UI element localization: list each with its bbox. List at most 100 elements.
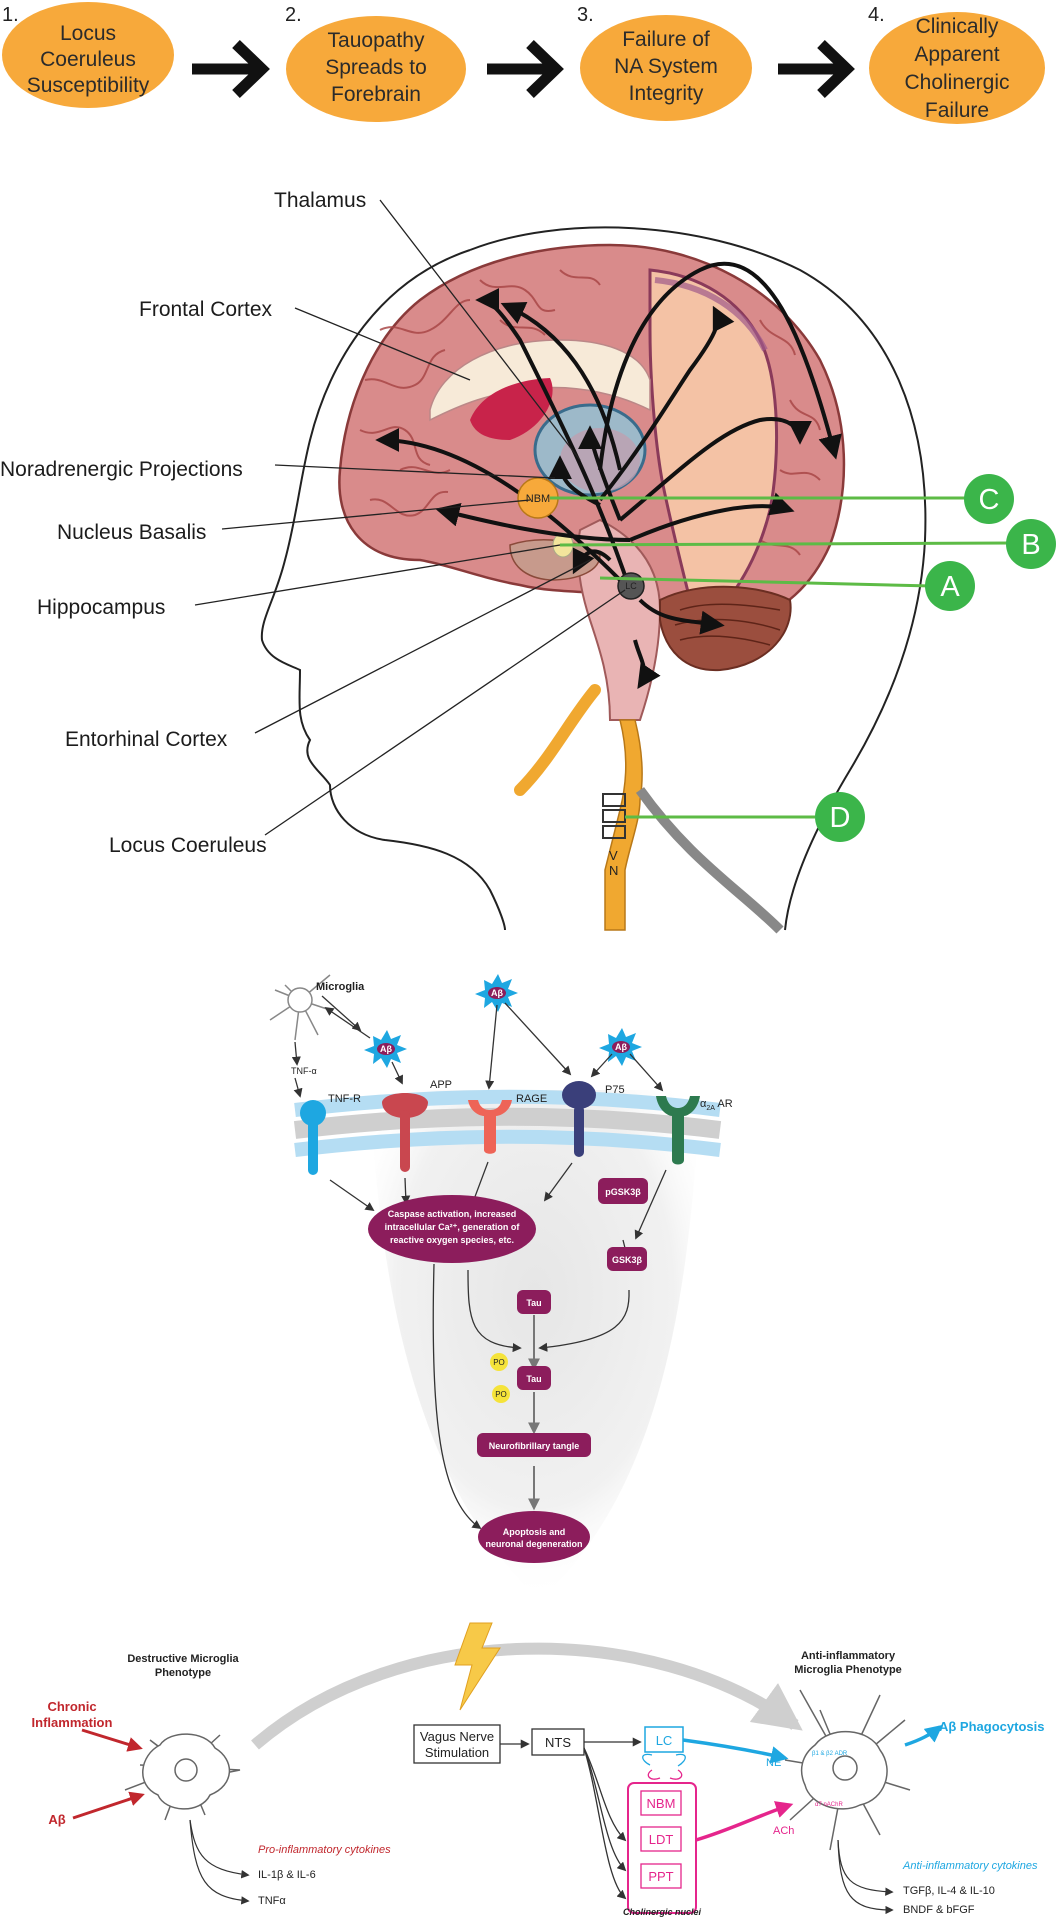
label-locus-coeruleus: Locus Coeruleus: [109, 834, 267, 857]
ldt-box-label: LDT: [649, 1832, 674, 1847]
microglia-cell: [269, 974, 331, 1041]
nbm-box-label: NBM: [647, 1796, 676, 1811]
step-4-line-4: Failure: [925, 99, 989, 122]
step-1-line-1: Locus: [60, 22, 116, 45]
tnf-alpha-label: TNF-α: [291, 1066, 317, 1076]
pro-cytokine-2: TNFα: [258, 1895, 286, 1907]
svg-text:GSK3β: GSK3β: [612, 1255, 643, 1265]
step-1-number: 1.: [2, 4, 19, 26]
step-arrow-3: [778, 40, 855, 98]
step-3-line-3: Integrity: [629, 82, 704, 105]
pro-cytokine-1: IL-1β & IL-6: [258, 1869, 316, 1881]
nts-label: NTS: [545, 1735, 571, 1750]
step-arrow-2: [487, 40, 564, 98]
step-2-line-2: Spreads to: [325, 56, 427, 79]
chronic-label-2: Inflammation: [32, 1715, 113, 1730]
step-4-oval: [869, 12, 1045, 124]
microglia-phenotype-section: Destructive Microglia Phenotype Chronic …: [32, 1622, 1044, 1917]
svg-text:Aβ: Aβ: [380, 1044, 392, 1054]
a7-nachr-label: α7 nAChR: [815, 1802, 843, 1808]
p75-label: P75: [605, 1084, 625, 1096]
marker-a: [925, 561, 975, 611]
head-outline-face: [260, 249, 506, 931]
phenotype-shift-arrow: [251, 1642, 803, 1750]
label-nucleus-basalis: Nucleus Basalis: [57, 521, 206, 544]
anti-title-1: Anti-inflammatory: [801, 1650, 896, 1662]
nft-node: [477, 1433, 591, 1457]
svg-text:Aβ: Aβ: [491, 988, 503, 998]
signaling-pathway: Microglia Aβ Aβ Aβ: [269, 974, 733, 1600]
svg-text:pGSK3β: pGSK3β: [605, 1187, 641, 1197]
svg-text:Caspase activation, increased: Caspase activation, increased: [388, 1209, 517, 1219]
step-1-oval: [2, 2, 174, 108]
abeta-star-1: Aβ: [364, 1030, 407, 1068]
marker-b-label: B: [1021, 529, 1040, 561]
svg-text:Tau: Tau: [526, 1374, 541, 1384]
vns-label-1: Vagus Nerve: [420, 1729, 494, 1744]
alpha-ar-label: α2A AR: [700, 1098, 733, 1112]
step-4-line-3: Cholinergic: [904, 71, 1009, 94]
label-noradrenergic-projections: Noradrenergic Projections: [0, 458, 243, 481]
vns-label-2: Stimulation: [425, 1745, 489, 1760]
step-flow: 1. Locus Coeruleus Susceptibility 2. Tau…: [2, 2, 1045, 124]
step-4-line-2: Apparent: [914, 43, 999, 66]
label-frontal-cortex: Frontal Cortex: [139, 298, 273, 321]
chronic-label-1: Chronic: [47, 1699, 96, 1714]
marker-b: [1006, 519, 1056, 569]
step-arrow-1: [192, 40, 270, 98]
ach-label: ACh: [773, 1825, 794, 1837]
ne-arrow: [682, 1738, 789, 1764]
step-3-number: 3.: [577, 4, 594, 26]
lc-box-label: LC: [656, 1733, 673, 1748]
destructive-microglia-cell: [124, 1733, 241, 1821]
ppt-box: [640, 1863, 682, 1889]
marker-c-label: C: [979, 484, 1000, 516]
pgsk3b-node: [598, 1178, 648, 1204]
destructive-title-2: Phenotype: [155, 1667, 211, 1679]
microglia-label: Microglia: [316, 981, 365, 993]
app-label: APP: [430, 1079, 452, 1091]
svg-text:Aβ: Aβ: [615, 1042, 627, 1052]
lightning-icon: [454, 1622, 501, 1711]
rage-receptor: [468, 1100, 512, 1154]
step-1-line-2: Coeruleus: [40, 48, 136, 71]
anti-cytokine-2: BNDF & bFGF: [903, 1904, 975, 1916]
alpha2a-ar-receptor: [656, 1096, 700, 1165]
svg-text:Apoptosis and: Apoptosis and: [503, 1527, 566, 1537]
ldt-box: [640, 1826, 682, 1852]
abeta-star-2: Aβ: [475, 974, 518, 1012]
vns-box: [413, 1724, 501, 1764]
step-2-line-3: Forebrain: [331, 83, 421, 106]
step-3-line-2: NA System: [614, 55, 718, 78]
phagocytosis-label: Aβ Phagocytosis: [939, 1719, 1044, 1734]
ne-label: NE: [766, 1757, 781, 1769]
abeta-input-label: Aβ: [48, 1812, 65, 1827]
ppt-box-label: PPT: [648, 1869, 673, 1884]
anti-inflammatory-title: Anti-inflammatory cytokines: [902, 1860, 1038, 1872]
label-hippocampus: Hippocampus: [37, 596, 165, 619]
caspase-node: [368, 1195, 536, 1263]
noradrenergic-arrows: [375, 261, 842, 689]
step-4-number: 4.: [868, 4, 885, 26]
po-badge-1: [490, 1353, 508, 1371]
ach-arrow: [695, 1801, 794, 1842]
label-entorhinal-cortex: Entorhinal Cortex: [65, 728, 228, 751]
svg-text:neuronal degeneration: neuronal degeneration: [485, 1539, 582, 1549]
cholinergic-nuclei-label: Cholinergic nuclei: [623, 1907, 702, 1917]
pro-inflammatory-title: Pro-inflammatory cytokines: [258, 1844, 391, 1856]
tau-node: [517, 1290, 551, 1314]
anti-title-2: Microglia Phenotype: [794, 1664, 902, 1676]
nts-box: [531, 1728, 585, 1756]
svg-text:PO: PO: [495, 1390, 507, 1399]
step-2-number: 2.: [285, 4, 302, 26]
beta-adr-label: β1 & β2 ADR: [812, 1751, 848, 1757]
step-4-line-1: Clinically: [916, 15, 999, 38]
step-3-line-1: Failure of: [622, 28, 710, 51]
nbm-label: NBM: [526, 493, 550, 505]
label-thalamus: Thalamus: [274, 189, 366, 212]
tnf-r-label: TNF-R: [328, 1093, 361, 1105]
rage-label: RAGE: [516, 1093, 547, 1105]
gsk3b-node: [607, 1247, 647, 1271]
lc-box: [644, 1726, 684, 1753]
